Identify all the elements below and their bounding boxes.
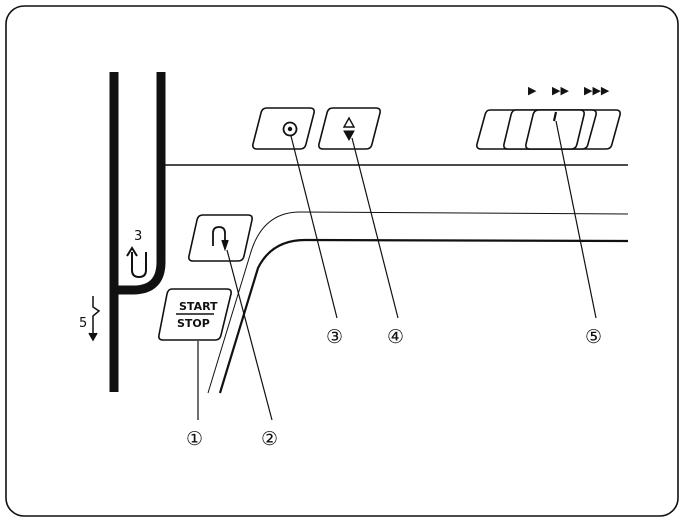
reverse-mark-number: 3	[134, 229, 142, 244]
needle-up-down-button-outline[interactable]	[318, 107, 381, 150]
callout-3: ③	[326, 326, 343, 348]
needle-stop-dot-icon	[287, 126, 293, 132]
leader-line-2	[226, 249, 273, 421]
u-turn-icon	[131, 252, 147, 279]
arrow-down-icon	[88, 332, 98, 342]
reverse-button-outline[interactable]	[188, 214, 253, 262]
arrow-up-icon	[126, 246, 138, 257]
speed-low-icon: ▶	[528, 84, 537, 97]
speed-slider-marker	[552, 111, 558, 122]
zigzag-thread-icon	[92, 296, 101, 335]
speed-high-icon: ▶▶▶	[584, 84, 610, 97]
reverse-icon	[212, 226, 226, 246]
stop-label: STOP	[177, 317, 210, 330]
callout-1: ①	[186, 428, 203, 450]
callout-5: ⑤	[585, 326, 602, 348]
needle-up-icon	[342, 116, 356, 128]
needle-down-icon	[343, 130, 355, 142]
callout-2: ②	[261, 428, 278, 450]
leader-line-3	[290, 135, 338, 319]
needle-stop-ring-icon	[282, 121, 298, 137]
outer-frame	[5, 5, 679, 517]
reverse-arrow-icon	[221, 239, 229, 252]
thread-mark-number: 5	[79, 316, 87, 331]
speed-slider-knob[interactable]	[525, 109, 585, 150]
reverse-button[interactable]	[188, 214, 253, 262]
panel-thick-contour	[218, 238, 629, 394]
callout-4: ④	[387, 326, 404, 348]
needle-up-down-button[interactable]	[318, 107, 381, 150]
leader-line-4	[351, 137, 399, 319]
panel-thin-contour	[207, 211, 629, 394]
speed-mid-icon: ▶▶	[552, 84, 569, 97]
needle-stop-button[interactable]	[252, 107, 315, 150]
leader-line-5	[555, 120, 597, 319]
start-stop-button[interactable]: START STOP	[158, 288, 232, 341]
reverse-mark: 3	[126, 229, 147, 279]
speed-control-slider[interactable]: ▶ ▶▶ ▶▶▶	[476, 84, 621, 150]
start-label: START	[179, 300, 218, 313]
thread-path-right	[118, 72, 166, 295]
thread-mark: 5	[79, 296, 101, 342]
